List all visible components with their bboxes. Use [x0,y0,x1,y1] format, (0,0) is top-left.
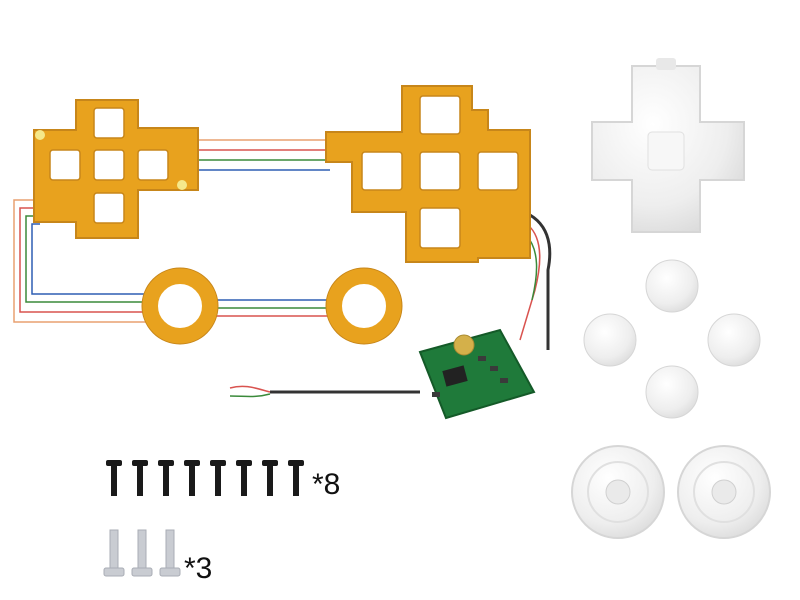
face-buttons-flex-pcb [325,85,531,263]
clear-dpad-cross [591,58,745,233]
silver-screws [103,529,181,577]
screw-icon [236,460,252,496]
led-ring-left [142,268,218,344]
clear-thumbstick-caps [571,445,771,539]
clear-face-buttons [583,259,761,419]
screw-icon [158,460,174,496]
screw-icon [159,529,181,577]
controller-circuit-board [418,328,536,420]
black-screws [106,460,304,496]
screw-icon [132,460,148,496]
face-button-left [583,313,637,367]
wire-to-board [529,213,552,350]
wire-harness [13,139,552,398]
screw-icon [131,529,153,577]
black-screws-count: *8 [312,468,340,501]
chip-icon [442,365,468,387]
analog-stick-led-rings [141,267,403,345]
screw-icon [262,460,278,496]
screw-icon [103,529,125,577]
wire-bundle-left [13,199,150,323]
dpad-flex-pcb [33,99,199,239]
screw-icon [184,460,200,496]
screw-icon [210,460,226,496]
screw-icon [288,460,304,496]
crystal-icon [453,334,475,356]
face-button-top [645,259,699,313]
screw-icon [106,460,122,496]
face-button-bottom [645,365,699,419]
silver-screws-count: *3 [184,552,212,585]
led-ring-right [326,268,402,344]
face-button-right [707,313,761,367]
